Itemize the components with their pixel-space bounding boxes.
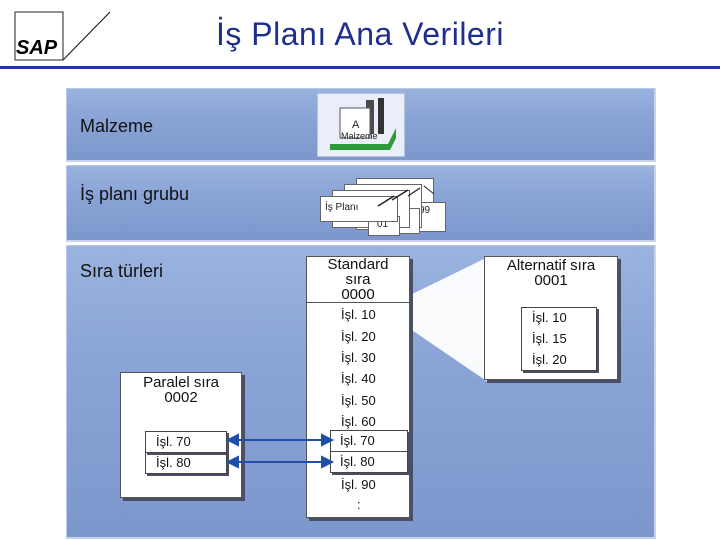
parallel-op-80-box: İşl. 80 <box>145 452 227 474</box>
standard-op-80: İşl. 80 <box>340 454 375 469</box>
routing-group-label: İş planı grubu <box>80 184 190 204</box>
material-label: Malzeme <box>80 116 154 136</box>
alternative-op: İşl. 10 <box>532 310 567 325</box>
parallel-sequence-box: Paralel sıra 0002 İşl. 70 İşl. 80 <box>120 372 242 498</box>
material-icon: A Malzeme <box>317 93 405 157</box>
standard-op-70: İşl. 70 <box>340 433 375 448</box>
material-icon-letter: A <box>352 119 360 131</box>
standard-sequence-header: Standard sıra 0000 <box>306 256 410 304</box>
standard-title-line2: sıra <box>345 271 371 288</box>
material-icon-caption: Malzeme <box>341 131 378 141</box>
standard-op: İşl. 50 <box>341 393 376 408</box>
page-title: İş Planı Ana Verileri <box>216 16 504 52</box>
parallel-title-line2: 0002 <box>164 389 198 406</box>
standard-title-line3: 0000 <box>341 286 375 303</box>
standard-op: İşl. 30 <box>341 350 376 365</box>
parallel-op-80: İşl. 80 <box>156 455 191 470</box>
sequence-types-label: Sıra türleri <box>80 261 164 281</box>
alternative-op: İşl. 15 <box>532 331 567 346</box>
routing-cards: 99 02 01 İş Planı <box>316 172 446 236</box>
alternative-ops-list: İşl. 10 İşl. 15 İşl. 20 <box>521 307 597 371</box>
sap-logo-text: SAP <box>16 37 58 59</box>
alternative-op: İşl. 20 <box>532 352 567 367</box>
routing-card-front-label: İş Planı <box>325 202 359 213</box>
routing-card-99-label: 99 <box>419 205 431 216</box>
standard-op: İşl. 10 <box>341 307 376 322</box>
parallel-op-70-box: İşl. 70 <box>145 431 227 453</box>
alternative-title-line2: 0001 <box>534 272 568 289</box>
standard-ops-list: İşl. 10 İşl. 20 İşl. 30 İşl. 40 İşl. 50 … <box>306 302 410 518</box>
parallel-title-line1: Paralel sıra <box>143 374 219 391</box>
routing-card-01-label: 01 <box>377 219 389 230</box>
standard-title-line1: Standard <box>327 256 389 273</box>
routing-card-pencil-icon <box>377 185 435 207</box>
sap-logo: SAP <box>12 10 112 62</box>
parallel-link-arrows <box>226 433 335 469</box>
alternative-sequence-box: Alternatif sıra 0001 İşl. 10 İşl. 15 İşl… <box>484 256 618 380</box>
standard-op: İşl. 90 <box>341 477 376 492</box>
standard-op: İşl. 60 <box>341 414 376 429</box>
standard-op-ellipsis: : <box>357 497 361 512</box>
parallel-op-70: İşl. 70 <box>156 434 191 449</box>
header-divider <box>0 66 720 69</box>
routing-card-front: İş Planı <box>320 196 398 222</box>
standard-op: İşl. 40 <box>341 371 376 386</box>
alternative-title-line1: Alternatif sıra <box>506 257 596 274</box>
standard-op: İşl. 20 <box>341 329 376 344</box>
